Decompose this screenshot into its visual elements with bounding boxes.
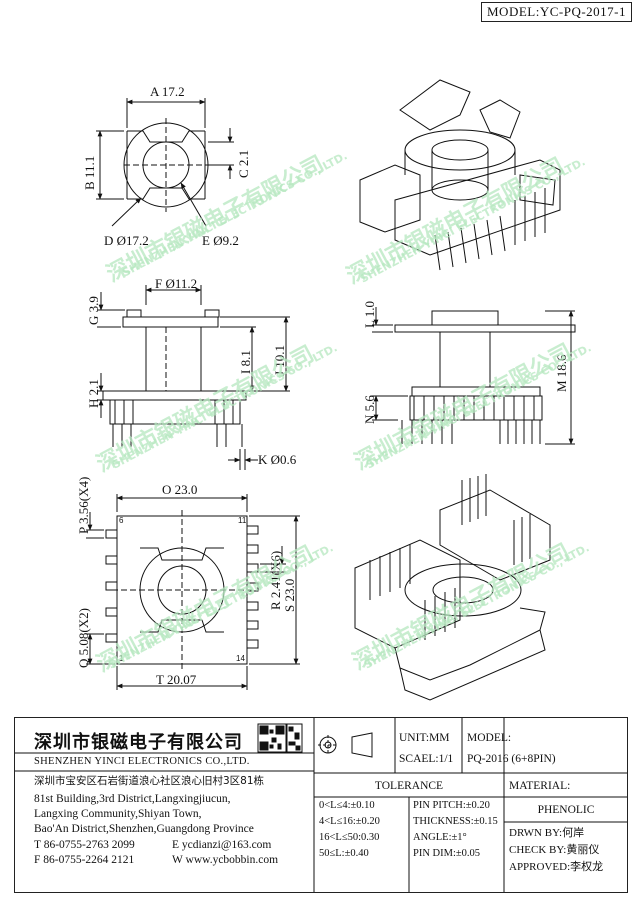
dim-E: E Ø9.2 bbox=[202, 233, 239, 248]
pin-spec-4: PIN DIM:±0.05 bbox=[413, 848, 481, 859]
tolerance-row-2: 4<L≤16:±0.20 bbox=[319, 816, 380, 827]
pin-spec-3: ANGLE:±1° bbox=[413, 832, 467, 843]
unit-label: UNIT:MM bbox=[399, 732, 450, 744]
dim-L: L 1.0 bbox=[362, 301, 377, 328]
pin-label-1: 1 bbox=[119, 654, 124, 663]
tolerance-row-1: 0<L≤4:±0.10 bbox=[319, 800, 375, 811]
model-value: PQ-2016 (6+8PIN) bbox=[467, 753, 556, 765]
address-en-line3: Bao'An District,Shenzhen,Guangdong Provi… bbox=[34, 823, 254, 835]
pin-label-14: 14 bbox=[236, 654, 245, 663]
dim-R: R 2.41(X6) bbox=[268, 551, 283, 610]
model-number-label: MODEL:YC-PQ-2017-1 bbox=[481, 2, 632, 22]
dim-C: C 2.1 bbox=[236, 150, 251, 178]
address-en-line1: 81st Building,3rd District,Langxingjiucu… bbox=[34, 793, 231, 805]
tolerance-row-4: 50≤L:±0.40 bbox=[319, 848, 369, 859]
material-label: MATERIAL: bbox=[509, 780, 571, 792]
address-en-line2: Langxing Community,Shiyan Town, bbox=[34, 808, 202, 820]
pin-spec-1: PIN PITCH:±0.20 bbox=[413, 800, 490, 811]
company-name-cn: 深圳市银磁电子有限公司 bbox=[34, 732, 243, 753]
dim-O: O 23.0 bbox=[162, 482, 197, 497]
dim-P: P 3.56(X4) bbox=[76, 477, 91, 534]
dim-A: A 17.2 bbox=[150, 84, 185, 99]
drawn-by: DRWN BY:何岸 bbox=[509, 827, 585, 839]
phone: T 86-0755-2763 2099 bbox=[34, 839, 135, 851]
side-view bbox=[372, 307, 576, 445]
dim-K: K Ø0.6 bbox=[258, 452, 297, 467]
front-view bbox=[97, 285, 290, 470]
bottom-view bbox=[86, 494, 300, 690]
dim-J: J 10.1 bbox=[272, 345, 287, 376]
scale-label: SCAEL:1/1 bbox=[399, 753, 454, 765]
dim-I: I 8.1 bbox=[238, 350, 253, 374]
dim-T: T 20.07 bbox=[156, 672, 197, 687]
fax: F 86-0755-2264 2121 bbox=[34, 854, 135, 866]
dim-G: G 3.9 bbox=[86, 296, 101, 325]
isometric-view-bottom bbox=[354, 474, 551, 701]
dim-Q: Q 5.08(X2) bbox=[76, 608, 91, 668]
tolerance-header: TOLERANCE bbox=[374, 780, 444, 792]
check-by: CHECK BY:黄丽仪 bbox=[509, 844, 600, 856]
dim-D: D Ø17.2 bbox=[104, 233, 149, 248]
company-name-en: SHENZHEN YINCI ELECTRONICS CO.,LTD. bbox=[34, 756, 250, 767]
email: E ycdianzi@163.com bbox=[172, 839, 272, 851]
pin-spec-2: THICKNESS:±0.15 bbox=[413, 816, 498, 827]
title-block-grid bbox=[14, 717, 628, 893]
dim-F: F Ø11.2 bbox=[155, 276, 197, 291]
dim-B: B 11.1 bbox=[82, 156, 97, 190]
address-cn: 深圳市宝安区石岩街道浪心社区浪心旧村3区81栋 bbox=[34, 775, 265, 787]
tolerance-row-3: 16<L≤50:0.30 bbox=[319, 832, 380, 843]
material-value: PHENOLIC bbox=[537, 804, 595, 816]
dim-M: M 18.6 bbox=[554, 354, 569, 392]
website: W www.ycbobbin.com bbox=[172, 854, 279, 866]
isometric-view-top bbox=[359, 79, 561, 271]
dim-N: N 5.6 bbox=[362, 395, 377, 424]
dim-S: S 23.0 bbox=[282, 579, 297, 612]
model-label: MODEL: bbox=[467, 732, 512, 744]
approved-by: APPROVED:李权龙 bbox=[509, 861, 604, 873]
dim-H: H 2.1 bbox=[86, 379, 101, 408]
pin-label-6: 6 bbox=[119, 516, 124, 525]
title-block bbox=[14, 717, 628, 893]
top-view bbox=[96, 98, 234, 227]
pin-label-11: 11 bbox=[238, 516, 247, 525]
